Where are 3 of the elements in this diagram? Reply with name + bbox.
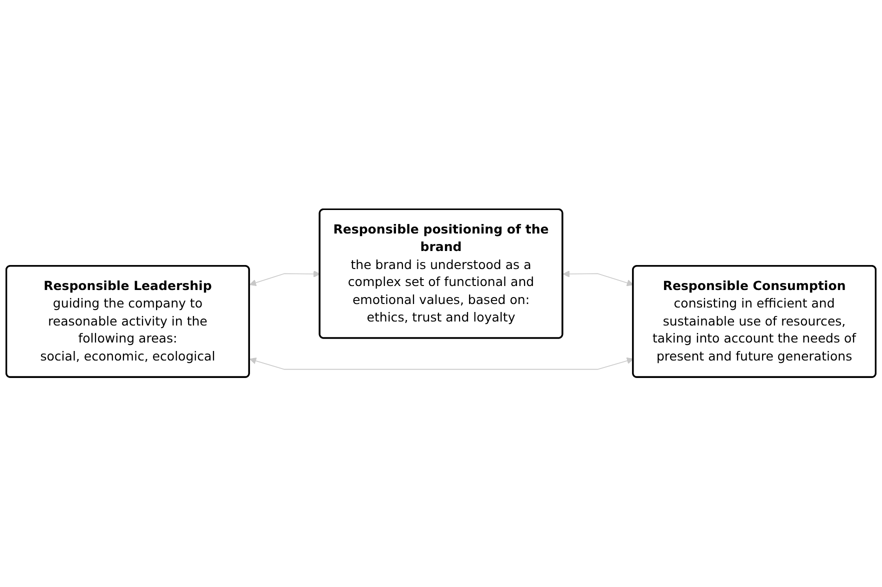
arrow [249,358,634,370]
arrow [249,270,320,286]
arrow [562,270,634,287]
